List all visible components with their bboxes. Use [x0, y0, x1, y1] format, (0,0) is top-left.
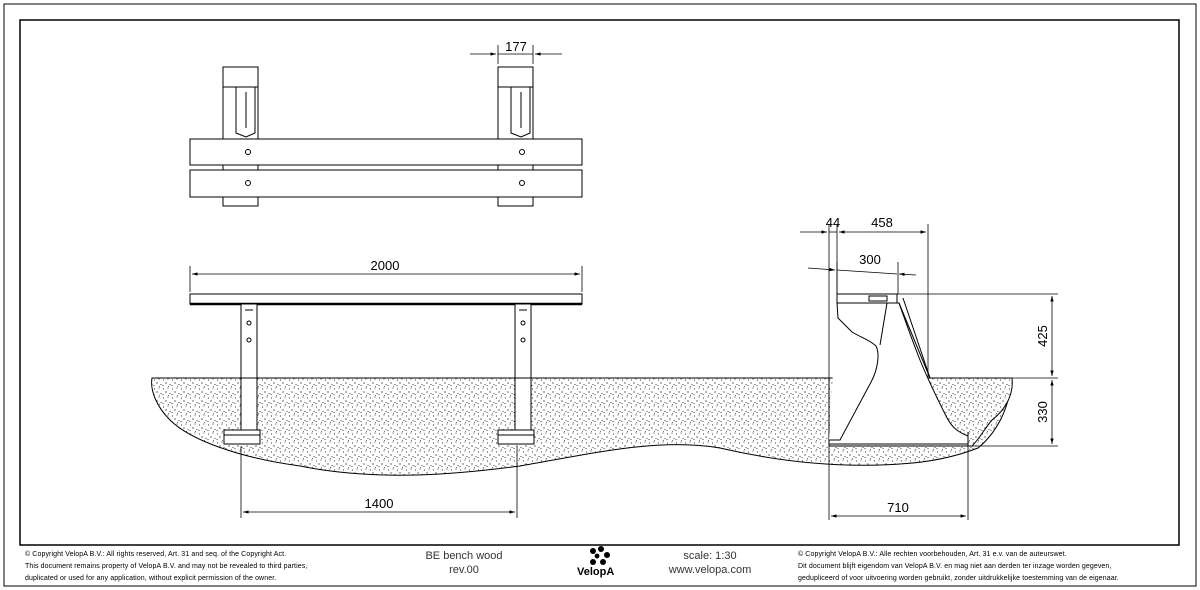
website-link[interactable]: www.velopa.com — [668, 564, 752, 576]
drawing-frame — [19, 19, 1180, 546]
front-view-ground — [151, 377, 1011, 476]
front-view-right-leg — [514, 303, 532, 379]
dim-seat-depth-label: 300 — [859, 252, 881, 267]
side-view — [828, 293, 969, 447]
top-view — [189, 66, 583, 207]
dim-side-depth-label: 458 — [871, 215, 893, 230]
copyright-en-line-1: © Copyright VelopA B.V.: All rights rese… — [25, 551, 287, 558]
copyright-en: © Copyright VelopA B.V.: All rights rese… — [25, 549, 307, 585]
top-view-plank-1 — [189, 138, 583, 166]
copyright-nl-line-2: Dit document blijft eigendom van VelopA … — [798, 563, 1112, 570]
dim-bench-length-label: 2000 — [371, 258, 400, 273]
dim-seat-height-label: 425 — [1035, 325, 1050, 347]
dim-post-spacing-label: 1400 — [365, 496, 394, 511]
drawing-revision: rev.00 — [449, 564, 479, 576]
copyright-en-line-2: This document remains property of VelopA… — [25, 563, 308, 570]
dim-vertical — [897, 293, 1058, 447]
front-view-right-footing — [497, 429, 535, 445]
dim-foundation-width — [828, 446, 969, 520]
side-view-support — [829, 302, 969, 445]
velopa-logo-icon — [590, 546, 610, 565]
velopa-logo-text: VelopA — [577, 566, 615, 578]
top-view-plank-2 — [189, 169, 583, 198]
drawing-title: BE bench wood — [425, 550, 503, 562]
outer-border — [3, 3, 1197, 587]
side-view-seat — [836, 293, 898, 304]
front-view-seat — [189, 293, 583, 305]
copyright-nl-line-3: gedupliceerd of voor uitvoering worden g… — [798, 575, 1119, 582]
scale-block: scale: 1:30 www.velopa.com — [648, 549, 772, 577]
dim-post-spacing — [240, 446, 518, 518]
front-view-left-footing — [223, 429, 261, 445]
front-view — [189, 293, 583, 445]
copyright-nl-line-1: © Copyright VelopA B.V.: Alle rechten vo… — [798, 551, 1067, 558]
dim-post-width — [470, 45, 562, 64]
dim-foundation-width-label: 710 — [887, 500, 909, 515]
dim-post-width-label: 177 — [505, 39, 527, 54]
drawing-title-block: BE bench wood rev.00 — [404, 549, 524, 577]
drawing-scale: scale: 1:30 — [683, 550, 737, 562]
dim-foundation-depth-label: 330 — [1035, 401, 1050, 423]
copyright-en-line-3: duplicated or used for any application, … — [25, 575, 277, 582]
front-view-left-leg — [240, 303, 258, 379]
dim-seat-depth — [807, 262, 917, 294]
dim-bench-length — [189, 266, 583, 292]
copyright-nl: © Copyright VelopA B.V.: Alle rechten vo… — [798, 549, 1119, 585]
dim-side-offset-label: 44 — [826, 215, 840, 230]
